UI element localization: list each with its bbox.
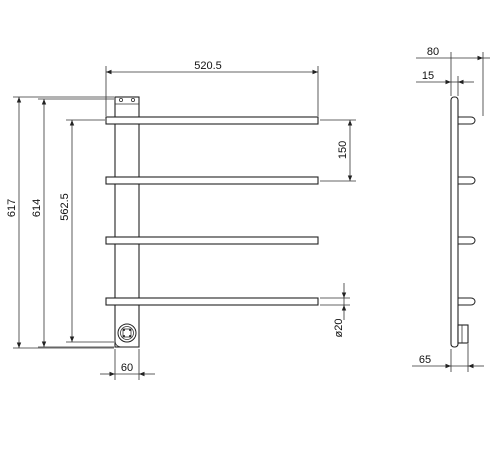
dim-height-top-bar-label: 562.5 (59, 193, 71, 221)
side-heater-housing (457, 324, 469, 344)
dim-side-depth-label: 80 (427, 46, 439, 58)
side-bar-3 (458, 236, 476, 245)
horizontal-bar-4 (105, 297, 319, 306)
dim-bar-diameter: ø20 (320, 283, 350, 337)
dim-height-top-bar: 562.5 (59, 119, 114, 343)
horizontal-bar-2 (105, 176, 319, 185)
dim-column-width-label: 60 (121, 362, 133, 374)
heating-element-socket-icon (117, 323, 137, 343)
dim-height-overall: 617 (6, 96, 114, 349)
side-column (450, 96, 459, 348)
side-bar-4 (458, 297, 476, 306)
cap-screw (130, 98, 135, 103)
cap-screw (119, 98, 124, 103)
side-bar-2 (458, 176, 476, 185)
dim-side-bottom: 65 (412, 344, 484, 372)
side-view (450, 96, 476, 348)
horizontal-bar-1 (105, 116, 319, 125)
dim-width-total-label: 520.5 (194, 60, 222, 72)
side-bar-1 (458, 116, 476, 125)
dim-side-offset-label: 15 (422, 70, 434, 82)
horizontal-bar-3 (105, 236, 319, 245)
dim-bar-spacing-label: 150 (337, 141, 349, 159)
dim-side-depth: 80 (416, 46, 490, 116)
dim-side-offset: 15 (416, 70, 474, 96)
column-bottom-round (114, 339, 139, 348)
dim-side-bottom-label: 65 (419, 354, 431, 366)
dim-width-total: 520.5 (105, 60, 319, 116)
vertical-column (114, 96, 140, 348)
dim-height-second-label: 614 (31, 199, 43, 217)
dim-height-overall-label: 617 (6, 199, 18, 217)
front-view (105, 96, 319, 348)
dim-height-second: 614 (31, 98, 114, 348)
dim-column-width: 60 (100, 349, 155, 380)
dim-bar-spacing: 150 (320, 119, 356, 182)
dim-bar-diameter-label: ø20 (333, 319, 345, 338)
